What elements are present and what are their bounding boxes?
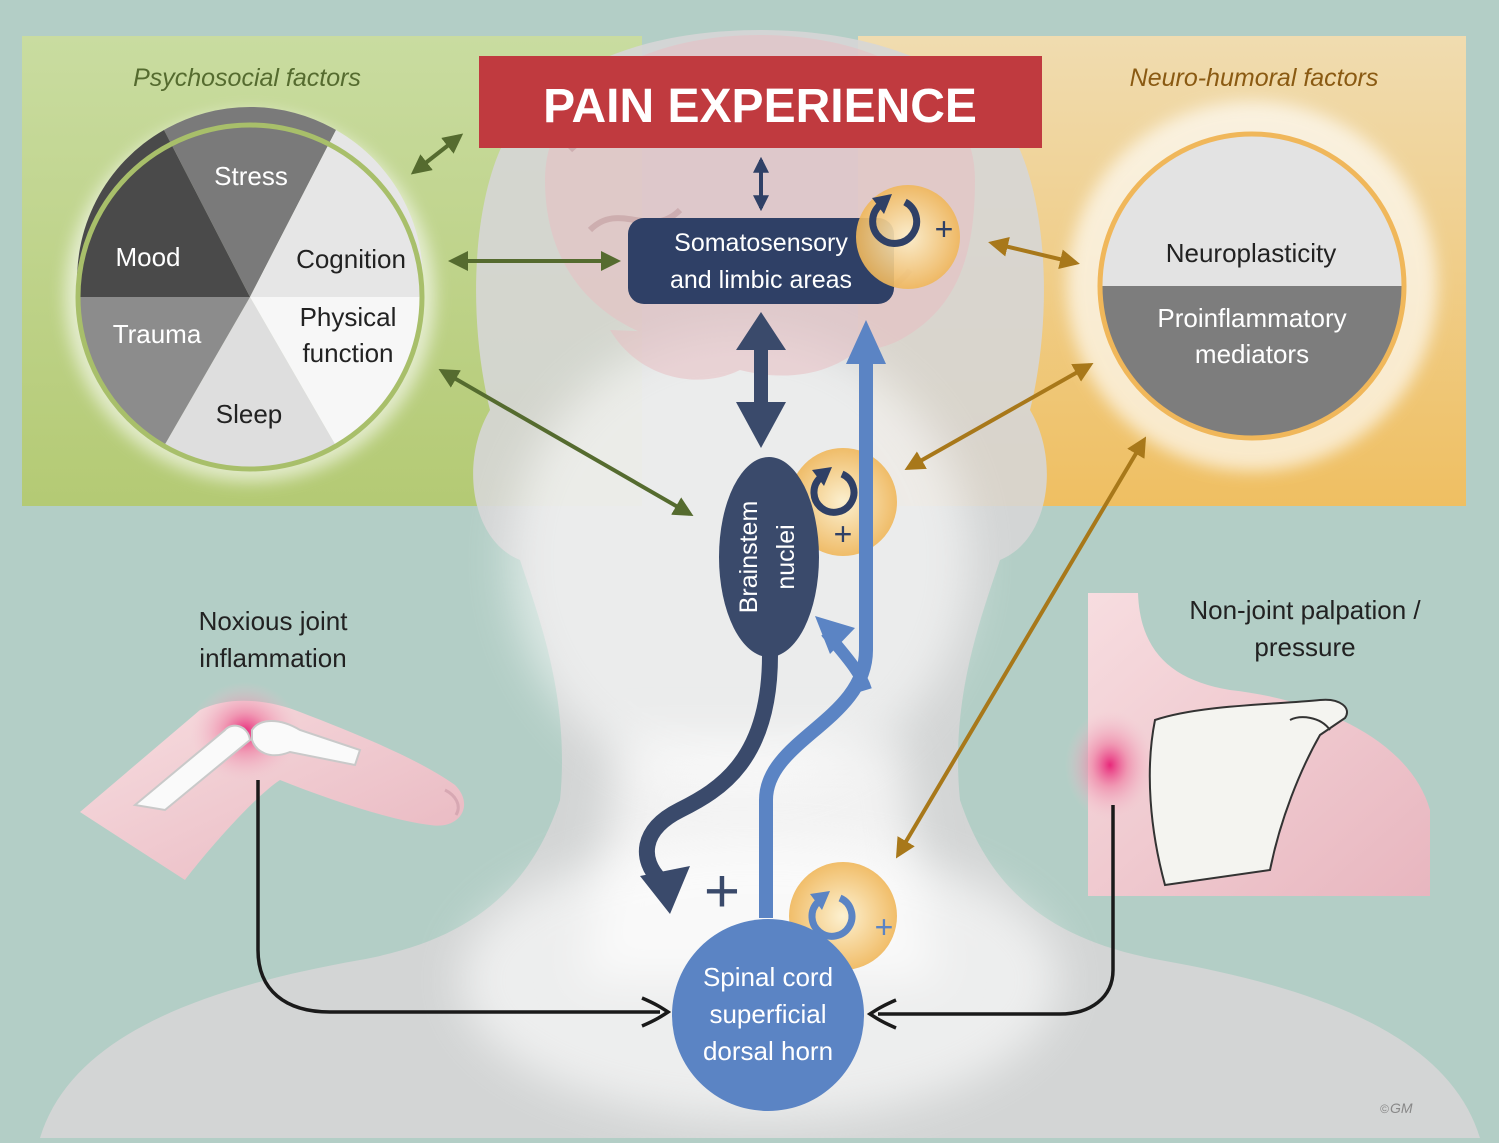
plus-spinal: + bbox=[875, 909, 894, 945]
pie-outline bbox=[75, 122, 425, 472]
page-title: PAIN EXPERIENCE bbox=[543, 80, 977, 133]
label-stress: Stress bbox=[214, 161, 288, 191]
nonjoint-line2: pressure bbox=[1254, 632, 1355, 662]
spinal-line1: Spinal cord bbox=[703, 962, 833, 992]
label-sleep: Sleep bbox=[216, 399, 283, 429]
arrow-pie-title bbox=[410, 133, 464, 175]
arrow-pie-brainstem bbox=[438, 369, 694, 516]
brainstem-line2: nuclei bbox=[772, 524, 800, 589]
plus-somatosensory: + bbox=[935, 211, 954, 247]
loop-icon-somatosensory bbox=[869, 198, 921, 247]
arrow-somatosensory-brainstem bbox=[736, 312, 786, 448]
loop-icon-brainstem bbox=[810, 470, 858, 516]
label-proinflammatory-1: Proinflammatory bbox=[1157, 303, 1346, 333]
label-cognition: Cognition bbox=[296, 244, 406, 274]
somatosensory-line2: and limbic areas bbox=[670, 266, 852, 294]
pie-segment-cognition bbox=[250, 130, 423, 297]
finger-illustration bbox=[80, 682, 465, 880]
input-finger-to-spinal bbox=[256, 780, 660, 1014]
plus-descending: + bbox=[704, 857, 740, 926]
spinal-line3: dorsal horn bbox=[703, 1036, 833, 1066]
pie-segment-sleep bbox=[164, 297, 336, 470]
psychosocial-pie: Stress Cognition Physical function Sleep… bbox=[65, 106, 435, 482]
arrow-spinal-somatosensory bbox=[759, 360, 873, 918]
nonjoint-line1: Non-joint palpation / bbox=[1189, 595, 1421, 625]
loop-icon-spinal bbox=[808, 894, 856, 940]
label-proinflammatory-2: mediators bbox=[1195, 339, 1309, 369]
label-physical-2: function bbox=[302, 338, 393, 368]
signature: GM bbox=[1390, 1100, 1413, 1116]
noxious-line2: inflammation bbox=[199, 643, 346, 673]
spinal-cord-node bbox=[672, 919, 864, 1111]
brainstem-line1: Brainstem bbox=[735, 501, 763, 614]
input-shoulder-to-spinal bbox=[878, 805, 1115, 1016]
label-physical-1: Physical bbox=[300, 302, 397, 332]
brainstem-node bbox=[719, 457, 819, 657]
neurohumoral-circle: Neuroplasticity Proinflammatory mediator… bbox=[1067, 101, 1437, 471]
plus-brainstem: + bbox=[834, 516, 853, 552]
copyright-mark: © bbox=[1380, 1102, 1389, 1116]
pie-segment-mood bbox=[77, 130, 250, 297]
arrow-neuro-spinal bbox=[895, 436, 1147, 859]
spinal-line2: superficial bbox=[709, 999, 826, 1029]
pie-segment-stress bbox=[164, 106, 336, 297]
arrow-neuro-somatosensory bbox=[988, 236, 1080, 270]
label-mood: Mood bbox=[115, 242, 180, 272]
proinflammatory-half bbox=[1100, 286, 1404, 438]
psychosocial-heading: Psychosocial factors bbox=[133, 64, 361, 92]
title-banner bbox=[479, 56, 1042, 148]
neurohumoral-heading: Neuro-humoral factors bbox=[1130, 64, 1379, 92]
shoulder-illustration bbox=[1065, 593, 1430, 896]
somatosensory-line1: Somatosensory bbox=[674, 229, 848, 257]
arrow-brainstem-spinal bbox=[639, 654, 778, 886]
label-neuroplasticity: Neuroplasticity bbox=[1166, 238, 1337, 268]
neuroplasticity-half bbox=[1100, 134, 1404, 286]
noxious-line1: Noxious joint bbox=[199, 606, 349, 636]
glow-somatosensory: + bbox=[856, 185, 960, 289]
label-trauma: Trauma bbox=[113, 319, 202, 349]
neurohumoral-outline bbox=[1097, 131, 1407, 441]
somatosensory-box bbox=[628, 218, 894, 304]
